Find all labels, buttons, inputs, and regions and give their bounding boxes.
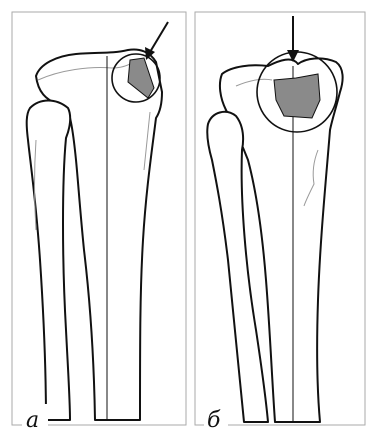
panel-a-fibula	[27, 101, 70, 421]
panel-a-label: а	[26, 408, 39, 433]
panel-b-arrow	[287, 16, 299, 62]
panel-a: а	[12, 12, 186, 433]
panel-a-arrow	[145, 22, 168, 60]
panel-b: б	[195, 12, 365, 433]
panel-b-label: б	[207, 408, 221, 433]
